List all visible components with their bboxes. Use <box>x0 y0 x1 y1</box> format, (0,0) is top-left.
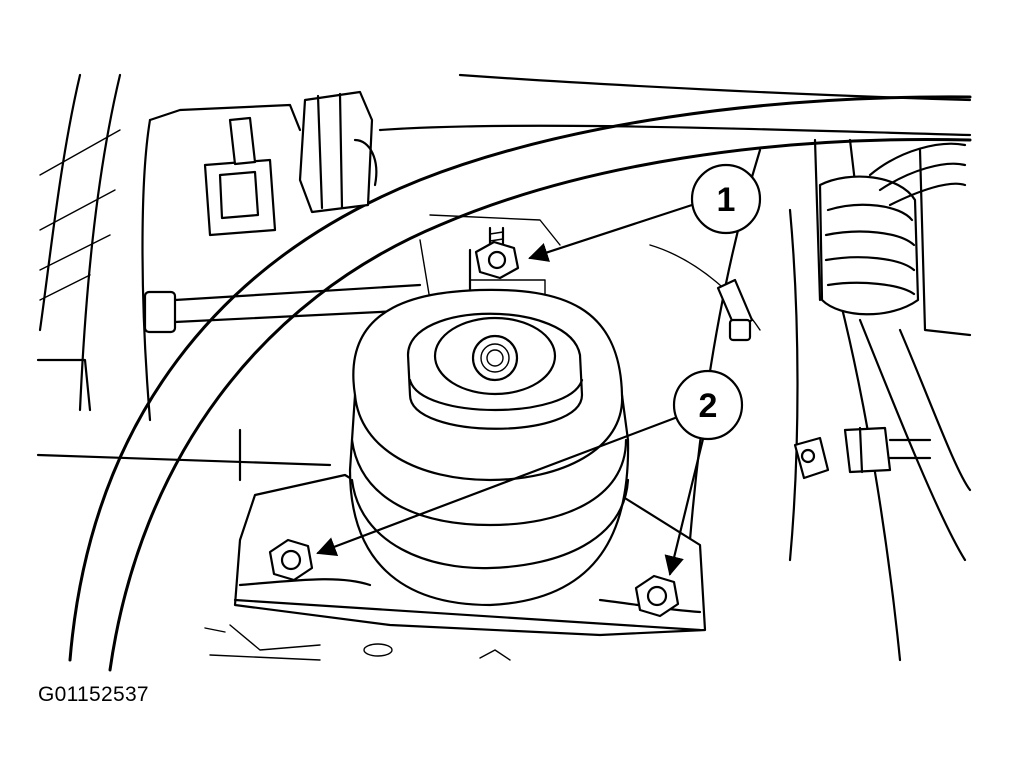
upper-stud-and-nut <box>468 226 546 301</box>
callout-2-leader-left <box>316 416 677 556</box>
callout-2-label: 2 <box>699 387 718 425</box>
electrical-connector <box>203 90 378 237</box>
engine-mount-body <box>348 288 630 607</box>
line-fitting <box>143 283 422 334</box>
hose-clamps <box>716 278 932 480</box>
bolt-left <box>268 538 314 582</box>
bolt-right <box>634 574 680 618</box>
wiring-harness <box>818 142 967 316</box>
coolant-hose <box>68 95 972 672</box>
callout-2-leader-right <box>664 437 705 576</box>
floor-detail <box>204 624 511 661</box>
bracket-bolts <box>268 538 680 618</box>
callout-1-leader <box>528 203 694 262</box>
callout-2-icon: 2 <box>316 369 744 576</box>
figure-id-label: G01152537 <box>38 683 149 706</box>
callout-1-icon: 1 <box>528 163 762 262</box>
callout-1-label: 1 <box>717 181 736 219</box>
